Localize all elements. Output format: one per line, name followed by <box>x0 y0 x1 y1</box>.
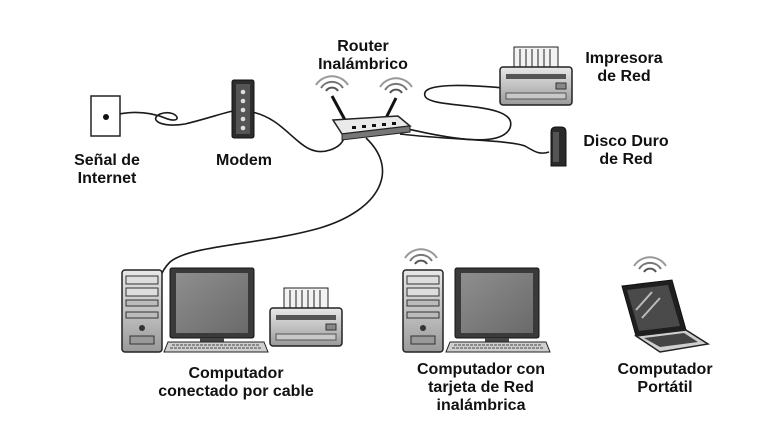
cable-router-to-wired-pc <box>157 137 384 297</box>
network-disk-icon <box>550 126 567 167</box>
laptop-icon <box>621 256 711 353</box>
label-modem: Modem <box>216 152 272 169</box>
cables <box>105 84 550 297</box>
network-printer-icon <box>499 46 573 106</box>
wall-socket-icon <box>90 95 121 137</box>
modem-icon <box>231 79 255 139</box>
cable-router-to-printer <box>402 84 512 141</box>
cable-router-to-disk <box>399 133 550 154</box>
wireless-computer-icon <box>402 248 551 353</box>
cable-modem-to-router <box>251 111 346 153</box>
wired-computer-icon <box>121 267 343 353</box>
cable-wall-to-modem <box>105 109 239 126</box>
router-icon <box>315 75 413 141</box>
local-printer-icon <box>269 287 343 347</box>
